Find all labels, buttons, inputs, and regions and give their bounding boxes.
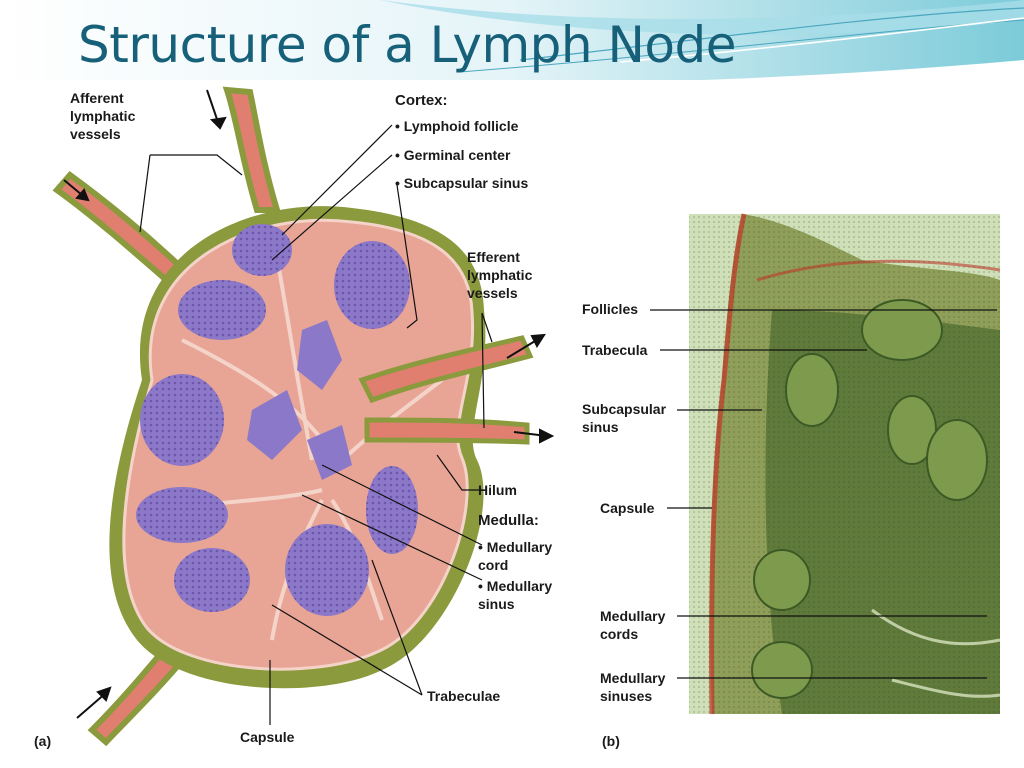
label-afferent-lymphatic-vessels: Afferent lymphatic vessels (70, 90, 136, 142)
label-efferent-lymphatic-vessels: Efferent lymphatic vessels (467, 249, 533, 301)
label-micrograph-capsule: Capsule (600, 500, 655, 516)
label-hilum: Hilum (478, 482, 517, 498)
panel-label-a: (a) (34, 733, 52, 749)
lymph-node-diagram (52, 86, 555, 747)
lymph-node-figure: Afferent lymphatic vessels Cortex: • Lym… (22, 80, 1016, 752)
micrograph-follicles (751, 299, 988, 699)
label-medullary-cords: Medullary cords (600, 608, 666, 642)
label-lymphoid-follicle: • Lymphoid follicle (395, 118, 519, 134)
label-medulla-heading: Medulla: (478, 512, 539, 529)
figure-drawing (52, 86, 1001, 747)
label-medullary-sinus: • Medullary sinus (478, 578, 553, 612)
label-trabeculae: Trabeculae (427, 688, 501, 704)
flow-arrows (63, 89, 555, 719)
label-micrograph-subcapsular-sinus: Subcapsular sinus (582, 401, 667, 435)
slide-title: Structure of a Lymph Node (78, 16, 736, 74)
panel-label-b: (b) (602, 733, 620, 749)
micrograph-leader-lines (650, 309, 997, 679)
label-medullary-sinuses: Medullary sinuses (600, 670, 666, 704)
label-trabecula: Trabecula (582, 342, 648, 358)
efferent-lymphatic-vessels (358, 335, 534, 445)
label-germinal-center: • Germinal center (395, 147, 511, 163)
label-cortex-heading: Cortex: (395, 92, 448, 109)
medullary-cords (247, 320, 352, 480)
label-medullary-cord: • Medullary cord (478, 539, 553, 573)
label-capsule: Capsule (240, 729, 295, 745)
micrograph (650, 213, 1001, 715)
diagram-leader-lines (139, 124, 493, 725)
label-cortex-subcapsular-sinus: • Subcapsular sinus (395, 175, 529, 191)
label-follicles: Follicles (582, 301, 639, 317)
